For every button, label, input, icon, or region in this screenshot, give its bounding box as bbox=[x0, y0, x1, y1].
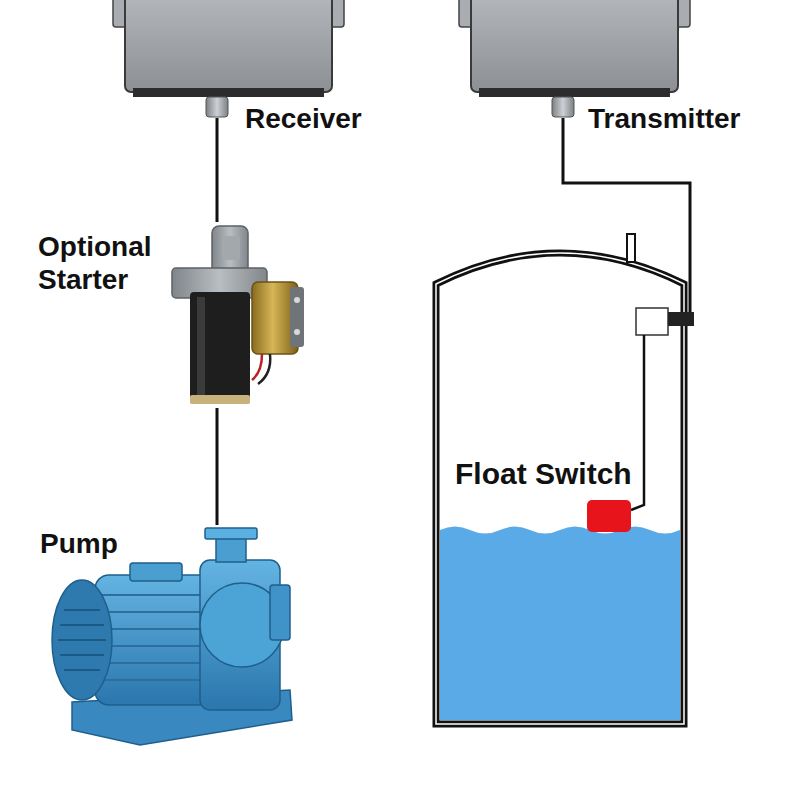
water bbox=[440, 527, 680, 721]
wire-connector bbox=[215, 408, 218, 525]
tank-outline bbox=[436, 253, 684, 724]
cable-gland bbox=[206, 97, 228, 117]
pump-figure bbox=[52, 528, 292, 745]
starter-nose bbox=[222, 236, 240, 260]
starter-motor bbox=[172, 226, 304, 404]
switch-housing bbox=[636, 308, 668, 335]
part-label: Pump bbox=[40, 527, 118, 560]
fan-cover bbox=[52, 580, 112, 700]
transmitter-unit: Transmitter bbox=[458, 0, 680, 118]
starter-lead bbox=[252, 354, 262, 380]
float-switch-unit: Float Switch bbox=[585, 312, 697, 534]
tank-ground bbox=[436, 253, 684, 724]
terminal bbox=[294, 297, 300, 303]
box-body bbox=[471, 0, 678, 92]
pump-neck bbox=[216, 538, 246, 562]
box-body bbox=[125, 0, 332, 92]
wire-connector bbox=[563, 118, 690, 312]
tank-outline bbox=[436, 253, 684, 724]
box-rim bbox=[133, 88, 324, 97]
solenoid-cap bbox=[290, 287, 304, 347]
float-switch-figure bbox=[587, 308, 694, 532]
cable-plug bbox=[668, 312, 694, 326]
part-label: Float Switch bbox=[455, 456, 632, 491]
float-rod bbox=[631, 335, 644, 510]
pump-unit: Pump bbox=[50, 525, 295, 745]
starter-unit: Optional Starter bbox=[168, 222, 308, 408]
side-flange bbox=[270, 585, 290, 640]
wire-connector bbox=[216, 118, 219, 222]
starter-cylinder bbox=[190, 292, 250, 404]
part-label: Receiver bbox=[245, 102, 362, 135]
motor-fins bbox=[100, 595, 215, 680]
receiver-box bbox=[113, 0, 344, 117]
transmitter-box bbox=[459, 0, 690, 117]
tank-vent bbox=[627, 234, 635, 262]
top-flange bbox=[205, 528, 257, 539]
water-tank bbox=[436, 234, 684, 724]
box-rim bbox=[479, 88, 670, 97]
terminal bbox=[294, 329, 300, 335]
starter-lead bbox=[258, 354, 270, 384]
starter-cylinder bbox=[197, 297, 205, 397]
receiver-unit: Receiver bbox=[112, 0, 348, 118]
fan-grille bbox=[58, 610, 106, 670]
part-label: Transmitter bbox=[588, 102, 741, 135]
cable-gland bbox=[552, 97, 574, 117]
float bbox=[587, 500, 631, 532]
starter-endcap bbox=[190, 395, 250, 404]
terminal-box bbox=[130, 563, 182, 581]
part-label: Optional Starter bbox=[38, 230, 164, 296]
